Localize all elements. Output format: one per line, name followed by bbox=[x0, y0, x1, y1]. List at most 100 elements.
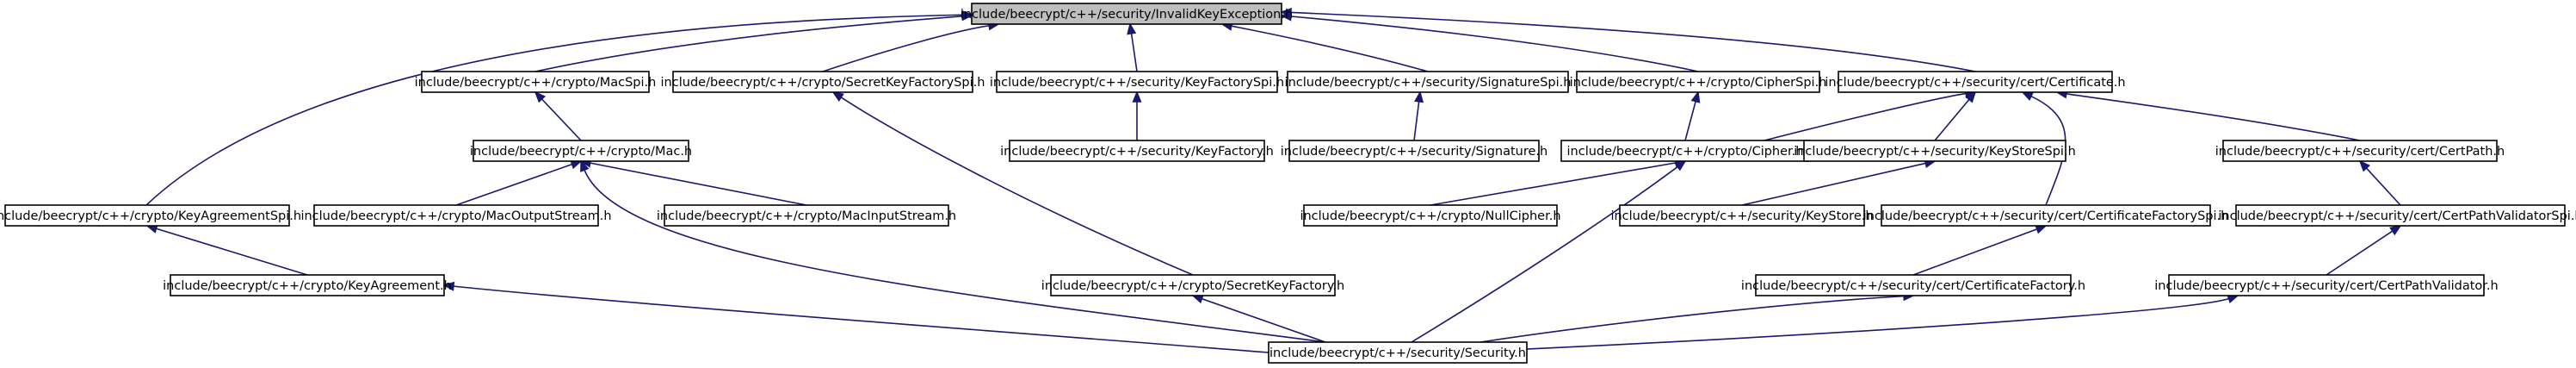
edge-cf-to-cfspi bbox=[1912, 224, 2048, 276]
node-cfspi[interactable]: include/beecrypt/c++/security/cert/Certi… bbox=[1863, 204, 2229, 227]
node-mac[interactable]: include/beecrypt/c++/crypto/Mac.h bbox=[470, 140, 692, 162]
node-macout[interactable]: include/beecrypt/c++/crypto/MacOutputStr… bbox=[300, 204, 612, 227]
edge-cipher-to-cert bbox=[1764, 89, 1977, 141]
node-label: include/beecrypt/c++/security/KeyFactory… bbox=[990, 76, 1284, 90]
edge-line bbox=[590, 162, 807, 206]
node-macspi[interactable]: include/beecrypt/c++/crypto/MacSpi.h bbox=[415, 71, 657, 93]
edge-signature-to-sigspi bbox=[1413, 90, 1424, 141]
node-sigspi[interactable]: include/beecrypt/c++/security/SignatureS… bbox=[1285, 71, 1572, 93]
edge-certpath-to-cert bbox=[2055, 89, 2361, 141]
node-ksspi[interactable]: include/beecrypt/c++/security/KeyStoreSp… bbox=[1794, 140, 2076, 162]
node-cpvspi[interactable]: include/beecrypt/c++/security/cert/CertP… bbox=[2218, 204, 2576, 227]
arrowhead-icon bbox=[1127, 22, 1137, 35]
node-box bbox=[1576, 71, 1820, 93]
node-signature[interactable]: include/beecrypt/c++/security/Signature.… bbox=[1281, 140, 1547, 162]
arrowhead-icon bbox=[961, 11, 973, 22]
edge-kaspi-to-root bbox=[145, 9, 973, 206]
node-label: include/beecrypt/c++/crypto/MacInputStre… bbox=[657, 209, 956, 223]
node-label: include/beecrypt/c++/security/SignatureS… bbox=[1285, 76, 1572, 90]
node-box bbox=[473, 140, 689, 162]
edge-ksspi-to-cert bbox=[1934, 90, 1977, 141]
edge-line bbox=[1764, 92, 1967, 141]
node-label: include/beecrypt/c++/security/InvalidKey… bbox=[961, 8, 1293, 22]
edge-cpv-to-cpvspi bbox=[2326, 224, 2402, 276]
edge-line bbox=[1684, 101, 1696, 141]
edge-line bbox=[1934, 98, 1970, 141]
edge-line bbox=[2326, 230, 2394, 276]
arrowhead-icon bbox=[580, 159, 590, 172]
node-box bbox=[1009, 140, 1265, 162]
node-kfspi[interactable]: include/beecrypt/c++/security/KeyFactory… bbox=[990, 71, 1284, 93]
edge-macin-to-mac bbox=[579, 158, 807, 206]
node-box bbox=[2222, 140, 2498, 162]
node-box bbox=[1881, 204, 2211, 227]
node-security[interactable]: include/beecrypt/c++/security/Security.h bbox=[1268, 341, 1528, 364]
node-cf[interactable]: include/beecrypt/c++/security/cert/Certi… bbox=[1741, 274, 2085, 296]
node-nullcipher[interactable]: include/beecrypt/c++/crypto/NullCipher.h bbox=[1300, 204, 1561, 227]
node-ka[interactable]: include/beecrypt/c++/crypto/KeyAgreement… bbox=[163, 274, 452, 296]
node-label: include/beecrypt/c++/security/cert/CertP… bbox=[2154, 279, 2498, 293]
arrowhead-icon bbox=[2021, 91, 2034, 102]
edge-security-to-ka bbox=[442, 281, 1269, 353]
edge-line bbox=[1411, 165, 1678, 343]
edge-cpvspi-to-certpath bbox=[2358, 159, 2401, 206]
node-cpv[interactable]: include/beecrypt/c++/security/cert/CertP… bbox=[2154, 274, 2499, 296]
edge-nullcipher-to-cipher bbox=[1430, 158, 1687, 206]
node-keyfactory[interactable]: include/beecrypt/c++/security/KeyFactory… bbox=[1000, 140, 1274, 162]
node-box bbox=[1838, 71, 2113, 93]
edge-mac-to-macspi bbox=[534, 90, 582, 141]
node-box bbox=[2235, 204, 2566, 227]
edge-line bbox=[1912, 228, 2037, 276]
edge-sigspi-to-root bbox=[1220, 21, 1429, 72]
node-label: include/beecrypt/c++/security/Security.h bbox=[1269, 346, 1526, 360]
edge-line bbox=[2066, 93, 2361, 141]
edge-skf-to-skfspi bbox=[831, 90, 1194, 276]
edge-ka-to-kaspi bbox=[145, 224, 308, 276]
node-macin[interactable]: include/beecrypt/c++/crypto/MacInputStre… bbox=[657, 204, 956, 227]
node-box bbox=[2168, 274, 2485, 296]
node-skfspi[interactable]: include/beecrypt/c++/crypto/SecretKeyFac… bbox=[661, 71, 985, 93]
node-keystore[interactable]: include/beecrypt/c++/security/KeyStore.h bbox=[1610, 204, 1874, 227]
node-box bbox=[971, 3, 1282, 25]
node-label: include/beecrypt/c++/crypto/SecretKeyFac… bbox=[661, 76, 985, 90]
node-certpath[interactable]: include/beecrypt/c++/security/cert/CertP… bbox=[2215, 140, 2505, 162]
node-cipherspi[interactable]: include/beecrypt/c++/crypto/CipherSpi.h bbox=[1570, 71, 1827, 93]
node-label: include/beecrypt/c++/security/KeyStoreSp… bbox=[1794, 145, 2076, 159]
node-kaspi[interactable]: include/beecrypt/c++/crypto/KeyAgreement… bbox=[0, 204, 301, 227]
node-box bbox=[664, 204, 949, 227]
edge-cipherspi-to-root bbox=[1280, 11, 1699, 72]
edge-line bbox=[453, 285, 1269, 353]
node-label: include/beecrypt/c++/security/KeyStore.h bbox=[1610, 209, 1873, 223]
node-box bbox=[1803, 140, 2066, 162]
node-label: include/beecrypt/c++/crypto/KeyAgreement… bbox=[163, 279, 452, 293]
edge-security-to-mac bbox=[580, 159, 1326, 343]
node-label: include/beecrypt/c++/crypto/Cipher.h bbox=[1567, 145, 1804, 159]
node-label: include/beecrypt/c++/crypto/NullCipher.h bbox=[1300, 209, 1560, 223]
edge-line bbox=[455, 163, 572, 206]
arrowhead-icon bbox=[831, 90, 844, 103]
edge-line bbox=[1480, 295, 1905, 343]
edge-security-to-skf bbox=[1191, 294, 1326, 343]
arrowhead-icon bbox=[1414, 90, 1424, 103]
edge-security-to-cipher bbox=[1411, 159, 1687, 343]
edge-keystore-to-ksspi bbox=[1741, 159, 1937, 206]
node-label: include/beecrypt/c++/crypto/CipherSpi.h bbox=[1570, 76, 1827, 90]
edge-line bbox=[1526, 297, 2229, 350]
node-box bbox=[1268, 341, 1528, 364]
arrowhead-icon bbox=[1965, 90, 1977, 103]
node-label: include/beecrypt/c++/security/cert/Certi… bbox=[1863, 209, 2229, 223]
arrowhead-icon bbox=[1132, 90, 1142, 103]
node-skf[interactable]: include/beecrypt/c++/crypto/SecretKeyFac… bbox=[1041, 274, 1344, 296]
node-label: include/beecrypt/c++/security/cert/Certi… bbox=[1825, 76, 2125, 90]
edge-line bbox=[1290, 11, 1976, 72]
edge-line bbox=[1130, 33, 1138, 72]
node-cert[interactable]: include/beecrypt/c++/security/cert/Certi… bbox=[1825, 71, 2126, 93]
arrowhead-icon bbox=[2035, 224, 2048, 234]
edge-line bbox=[1290, 16, 1699, 72]
node-label: include/beecrypt/c++/security/Signature.… bbox=[1281, 145, 1547, 159]
node-cipher[interactable]: include/beecrypt/c++/crypto/Cipher.h bbox=[1560, 140, 1810, 162]
edge-line bbox=[145, 14, 963, 206]
node-box bbox=[1560, 140, 1810, 162]
node-label: include/beecrypt/c++/crypto/SecretKeyFac… bbox=[1041, 279, 1344, 293]
